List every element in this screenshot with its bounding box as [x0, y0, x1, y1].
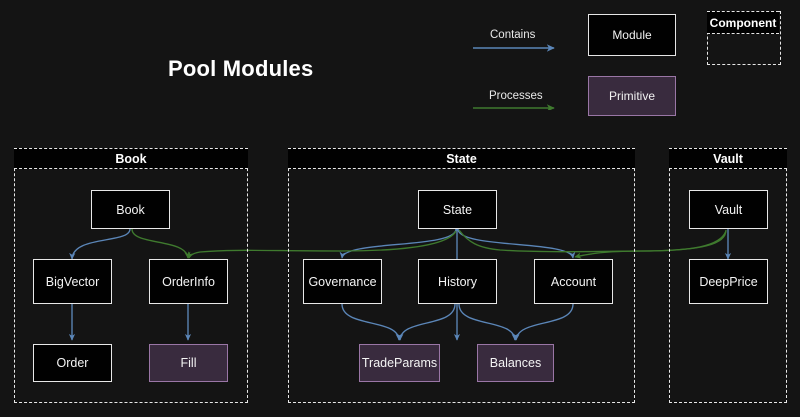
- node-tradeparams[interactable]: TradeParams: [359, 344, 440, 382]
- legend-module-box: Module: [588, 14, 676, 56]
- node-account[interactable]: Account: [534, 259, 613, 304]
- page-title: Pool Modules: [168, 56, 313, 82]
- node-fill[interactable]: Fill: [149, 344, 228, 382]
- legend-primitive-box: Primitive: [588, 76, 676, 116]
- node-balances[interactable]: Balances: [477, 344, 554, 382]
- node-book[interactable]: Book: [91, 190, 170, 229]
- legend-arrows: [470, 40, 580, 110]
- node-state[interactable]: State: [418, 190, 497, 229]
- node-history[interactable]: History: [418, 259, 497, 304]
- group-vault-header: Vault: [669, 148, 787, 169]
- group-state-header: State: [288, 148, 635, 169]
- node-vault[interactable]: Vault: [689, 190, 768, 229]
- node-deepprice[interactable]: DeepPrice: [689, 259, 768, 304]
- legend-component-header: Component: [707, 11, 779, 34]
- node-governance[interactable]: Governance: [303, 259, 382, 304]
- node-bigvector[interactable]: BigVector: [33, 259, 112, 304]
- node-order[interactable]: Order: [33, 344, 112, 382]
- group-book-header: Book: [14, 148, 248, 169]
- node-orderinfo[interactable]: OrderInfo: [149, 259, 228, 304]
